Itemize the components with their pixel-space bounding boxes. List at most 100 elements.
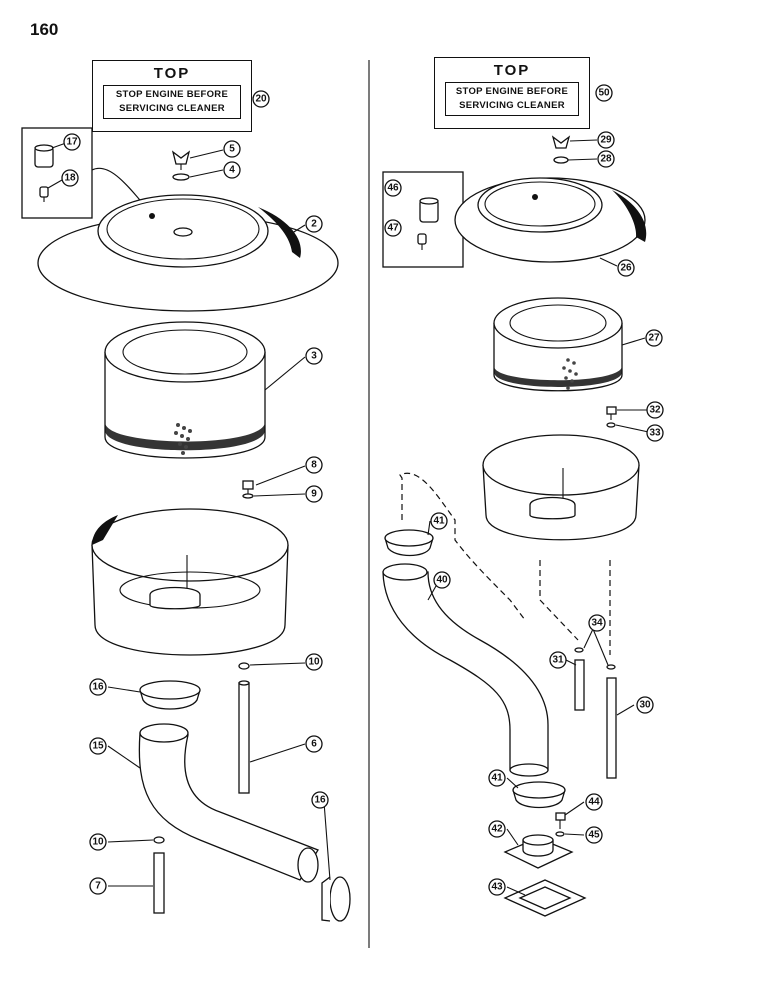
callout-34: 34 xyxy=(588,614,606,632)
callout-8: 8 xyxy=(305,456,323,474)
svg-text:44: 44 xyxy=(588,797,600,808)
svg-text:2: 2 xyxy=(311,219,317,230)
lockwasher-10-lower xyxy=(153,836,165,844)
lockwasher-34-a xyxy=(574,647,584,653)
callout-6: 6 xyxy=(305,735,323,753)
callouts-left: 17 18 5 4 2 3 8 9 10 16 6 15 16 10 7 xyxy=(61,133,329,895)
svg-text:30: 30 xyxy=(639,700,651,711)
svg-text:9: 9 xyxy=(311,489,317,500)
svg-text:27: 27 xyxy=(648,333,660,344)
lockwasher-10-upper xyxy=(238,662,250,670)
callout-16-lower: 16 xyxy=(311,791,329,809)
callout-16-upper: 16 xyxy=(89,678,107,696)
svg-text:7: 7 xyxy=(95,881,101,892)
washer-28 xyxy=(553,156,569,164)
svg-text:4: 4 xyxy=(229,165,235,176)
decal-warning: STOP ENGINE BEFORE SERVICING CLEANER xyxy=(445,82,579,116)
svg-text:8: 8 xyxy=(311,460,317,471)
dashed-leader-hose xyxy=(399,472,526,621)
svg-text:17: 17 xyxy=(66,137,78,148)
callout-41-upper: 41 xyxy=(430,512,448,530)
svg-text:34: 34 xyxy=(591,618,603,629)
svg-text:10: 10 xyxy=(92,837,104,848)
decal-top-word: TOP xyxy=(493,62,531,79)
dust-cup-right xyxy=(482,434,640,541)
bolt-32 xyxy=(606,406,617,420)
svg-text:28: 28 xyxy=(600,154,612,165)
cover-2 xyxy=(37,194,339,312)
callout-2: 2 xyxy=(305,215,323,233)
clamp-16-upper xyxy=(139,680,201,710)
svg-text:15: 15 xyxy=(92,741,104,752)
callout-45: 45 xyxy=(585,826,603,844)
callout-4: 4 xyxy=(223,161,241,179)
svg-text:26: 26 xyxy=(620,263,632,274)
svg-text:47: 47 xyxy=(387,223,399,234)
svg-text:29: 29 xyxy=(600,135,612,146)
svg-text:41: 41 xyxy=(433,516,445,527)
svg-text:6: 6 xyxy=(311,739,317,750)
rod-30 xyxy=(606,677,617,779)
filter-element-27 xyxy=(493,297,623,392)
lockwasher-45 xyxy=(555,831,565,837)
callout-30: 30 xyxy=(636,696,654,714)
stud-7 xyxy=(153,852,165,914)
callout-31: 31 xyxy=(549,651,567,669)
callout-42: 42 xyxy=(488,820,506,838)
leader-lines-right xyxy=(427,139,654,896)
callout-15: 15 xyxy=(89,737,107,755)
svg-text:42: 42 xyxy=(491,824,503,835)
svg-text:20: 20 xyxy=(255,94,267,105)
callout-29: 29 xyxy=(597,131,615,149)
decal-top-left: TOP STOP ENGINE BEFORE SERVICING CLEANER xyxy=(92,60,252,132)
callout-10-upper: 10 xyxy=(305,653,323,671)
gasket-43 xyxy=(503,879,587,917)
callout-7: 7 xyxy=(89,877,107,895)
callout-28: 28 xyxy=(597,150,615,168)
callout-5: 5 xyxy=(223,140,241,158)
decal-warning-line1: STOP ENGINE BEFORE xyxy=(455,86,569,97)
svg-text:33: 33 xyxy=(649,428,661,439)
decal-warning-line2: SERVICING CLEANER xyxy=(459,100,565,111)
decal-warning-line2: SERVICING CLEANER xyxy=(119,103,225,114)
hose-40 xyxy=(382,563,549,777)
decal-warning: STOP ENGINE BEFORE SERVICING CLEANER xyxy=(103,85,241,119)
svg-text:32: 32 xyxy=(649,405,661,416)
callout-47: 47 xyxy=(384,219,402,237)
wing-nut-29 xyxy=(551,135,571,149)
callout-32: 32 xyxy=(646,401,664,419)
dust-cup-left xyxy=(91,508,289,656)
svg-text:41: 41 xyxy=(491,773,503,784)
clamp-16-lower xyxy=(321,876,351,922)
callout-27: 27 xyxy=(645,329,663,347)
callout-20: 20 xyxy=(252,90,270,108)
svg-text:3: 3 xyxy=(311,351,317,362)
clamp-41-lower xyxy=(512,781,566,809)
callout-40: 40 xyxy=(433,571,451,589)
callout-26: 26 xyxy=(617,259,635,277)
cap-plug-17 xyxy=(34,144,54,168)
svg-text:5: 5 xyxy=(229,144,235,155)
callout-18: 18 xyxy=(61,169,79,187)
decal-top-right: TOP STOP ENGINE BEFORE SERVICING CLEANER xyxy=(434,57,590,129)
svg-text:45: 45 xyxy=(588,830,600,841)
bolt-44 xyxy=(555,812,566,829)
callout-46: 46 xyxy=(384,179,402,197)
washer-4 xyxy=(172,173,190,181)
svg-text:18: 18 xyxy=(64,173,76,184)
wing-nut-5 xyxy=(171,150,191,170)
lockwasher-34-b xyxy=(606,664,616,670)
lockwasher-33 xyxy=(606,422,616,428)
inset-box-left xyxy=(21,127,93,219)
page-number: 160 xyxy=(30,20,59,39)
svg-text:50: 50 xyxy=(598,88,610,99)
callout-50: 50 xyxy=(595,84,613,102)
callout-9: 9 xyxy=(305,485,323,503)
callout-10-lower: 10 xyxy=(89,833,107,851)
callout-3: 3 xyxy=(305,347,323,365)
cover-26 xyxy=(454,177,647,263)
decal-warning-line1: STOP ENGINE BEFORE xyxy=(115,89,229,100)
svg-text:43: 43 xyxy=(491,882,503,893)
callout-43: 43 xyxy=(488,878,506,896)
